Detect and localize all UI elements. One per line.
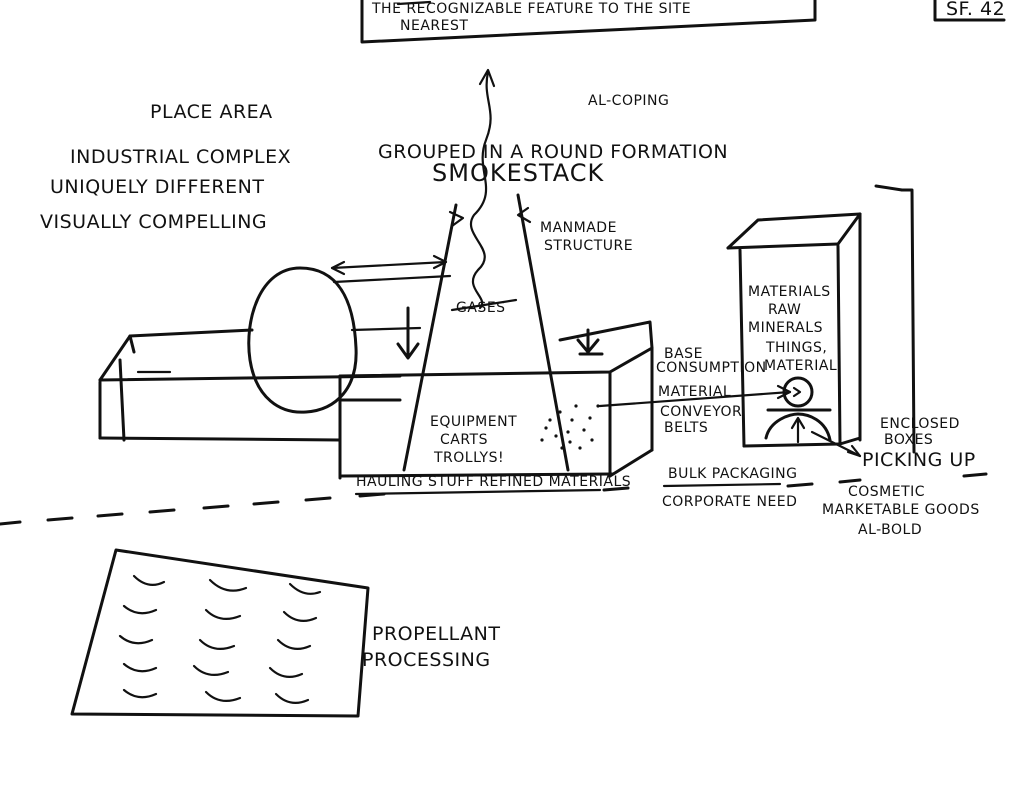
hauling-label: HAULING STUFF REFINED MATERIALS [356, 474, 631, 490]
propellant-label: PROPELLANT [372, 623, 501, 645]
smokestack-label: SMOKESTACK [432, 159, 605, 187]
picking-up-label: PICKING UP [862, 449, 976, 471]
boxes-label: BOXES [884, 432, 933, 448]
sheet-number: SF. 42 [933, 0, 1006, 22]
al-coping-label: AL-COPING [588, 93, 669, 109]
manmade-label: MANMADE [540, 220, 617, 236]
material-label: MATERIAL [658, 384, 731, 400]
left-cylinder-building [98, 326, 422, 442]
visually-compelling-label: VISUALLY COMPELLING [40, 211, 267, 233]
header-note-insert: NEAREST [400, 18, 468, 34]
equipment-label: EQUIPMENT [430, 414, 517, 430]
smoke-plume [470, 68, 496, 310]
main-box-structure [338, 306, 654, 480]
egg-tank [247, 266, 358, 414]
materials-box [726, 184, 916, 454]
corporate-need-label: CORPORATE NEED [662, 494, 797, 510]
uniquely-different-label: UNIQUELY DIFFERENT [50, 176, 264, 198]
industrial-complex-label: INDUSTRIAL COMPLEX [70, 146, 291, 168]
width-arrow [330, 254, 452, 284]
material-box-label: MATERIAL [764, 358, 837, 374]
carts-label: CARTS [440, 432, 488, 448]
smokestack [402, 193, 570, 472]
consumption-label: CONSUMPTION [656, 360, 767, 376]
hauling-underline [354, 488, 602, 496]
marketable-goods-label: MARKETABLE GOODS [822, 502, 980, 518]
processing-label: PROCESSING [362, 649, 491, 671]
bulk-packaging-divider [662, 482, 782, 488]
gases-underline [450, 298, 518, 312]
al-bold-label: AL-BOLD [858, 522, 922, 538]
belts-label: BELTS [664, 420, 708, 436]
base-label: BASE [664, 346, 703, 362]
conveyor-label: CONVEYOR [660, 404, 742, 420]
raw-label: RAW [768, 302, 801, 318]
header-note: THE RECOGNIZABLE FEATURE TO THE SITE NEA… [360, 0, 817, 44]
things-label: THINGS, [765, 340, 827, 356]
enclosed-label: ENCLOSED [880, 416, 960, 432]
grouped-round-label: GROUPED IN A ROUND FORMATION [378, 141, 728, 163]
sheet-number-text: SF. 42 [946, 0, 1005, 20]
material-particles [540, 404, 600, 450]
ground-dash-line [0, 472, 988, 526]
place-area-label: PLACE AREA [150, 101, 273, 123]
manmade-structure-label: STRUCTURE [544, 238, 633, 254]
conveyor-roller [764, 376, 862, 458]
materials-label: MATERIALS [748, 284, 831, 300]
cosmetic-label: COSMETIC [848, 484, 925, 500]
conveyor-arrow [598, 384, 792, 408]
propellant-field [70, 548, 370, 718]
minerals-label: MINERALS [748, 320, 823, 336]
header-note-text: THE RECOGNIZABLE FEATURE TO THE SITE [371, 1, 691, 17]
trollys-label: TROLLYS! [433, 450, 504, 466]
bulk-packaging-label: BULK PACKAGING [668, 466, 798, 482]
